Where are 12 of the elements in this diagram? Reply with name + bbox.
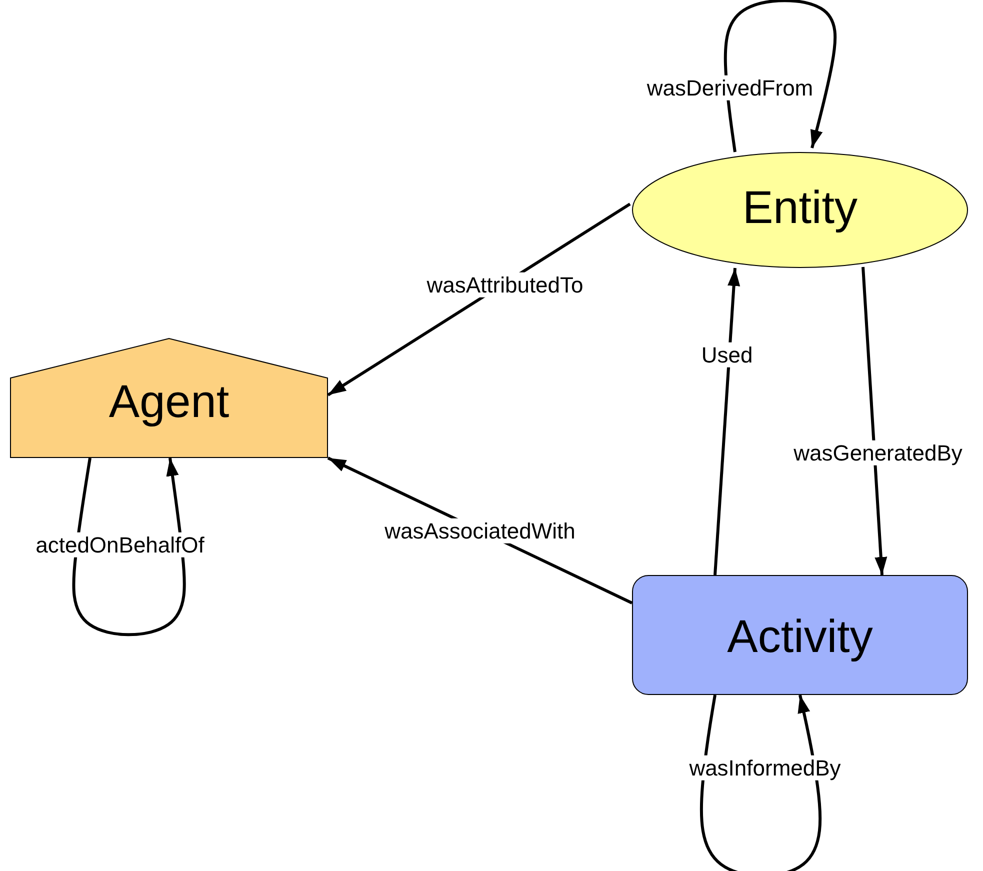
edge-label: actedOnBehalfOf [34,532,206,558]
node-label: Agent [108,374,230,428]
edge-label: wasInformedBy [687,755,843,781]
arrow [714,268,740,576]
node-label: Activity [726,609,874,663]
node-label: Entity [741,180,859,234]
arrow [72,458,186,636]
arrow [327,202,631,396]
arrow [862,266,888,576]
edge-label: wasGeneratedBy [792,440,964,466]
edge-label: wasAttributedTo [424,272,586,298]
arrow [724,0,837,152]
